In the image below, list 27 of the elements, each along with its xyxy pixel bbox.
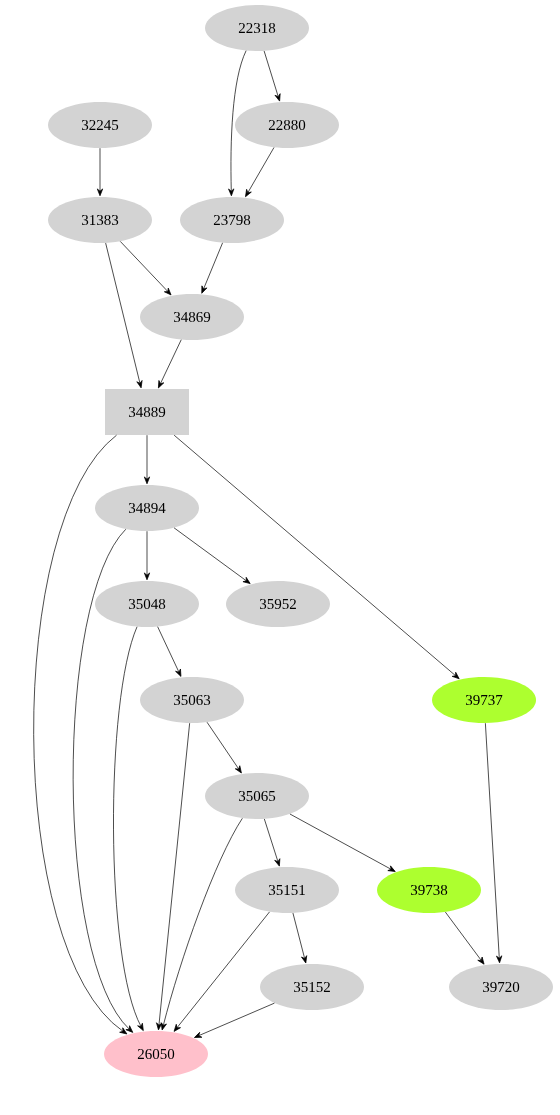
arrow bbox=[173, 527, 251, 584]
arrow bbox=[292, 912, 308, 964]
arrow bbox=[173, 911, 270, 1032]
arrow bbox=[156, 722, 190, 1031]
arrow bbox=[206, 721, 242, 774]
arrow bbox=[113, 626, 144, 1031]
process-box: 34889 bbox=[105, 389, 189, 435]
arrow bbox=[119, 241, 172, 296]
arrow bbox=[105, 242, 143, 389]
arrow bbox=[445, 911, 485, 965]
arrow bbox=[245, 147, 275, 198]
arrow bbox=[228, 50, 247, 197]
arrow bbox=[263, 818, 281, 867]
arrow bbox=[143, 434, 151, 485]
arrow bbox=[158, 339, 182, 389]
arrow bbox=[194, 1002, 275, 1038]
arrow bbox=[33, 434, 128, 1035]
arrow bbox=[96, 147, 104, 197]
arrow bbox=[289, 813, 396, 872]
arrow bbox=[157, 626, 182, 677]
arrow bbox=[485, 722, 503, 964]
arrow bbox=[201, 242, 223, 294]
arrow bbox=[173, 434, 460, 680]
arrow bbox=[72, 528, 134, 1033]
arrow bbox=[143, 530, 151, 581]
arrow bbox=[263, 50, 281, 102]
arrow bbox=[160, 817, 243, 1031]
